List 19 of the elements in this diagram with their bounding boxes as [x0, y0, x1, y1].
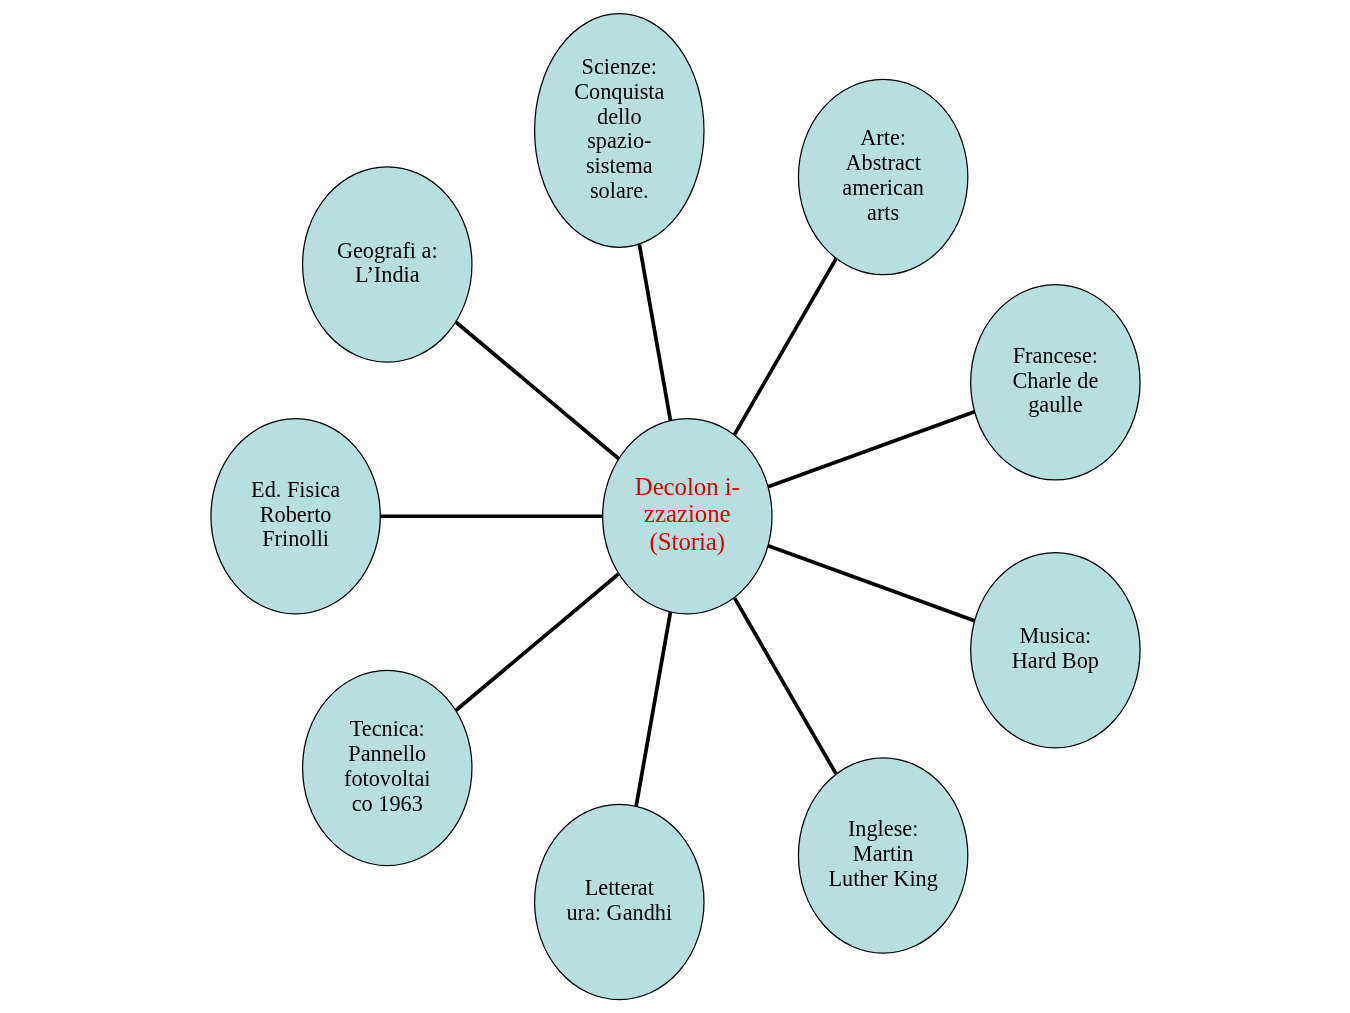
node-ellipse: Inglese: Martin Luther King — [797, 757, 968, 954]
node-ellipse: Scienze: Conquista dello spazio- sistema solare. — [533, 13, 705, 248]
node-ellipse: Geografi a: L’India — [301, 166, 473, 363]
connector — [454, 572, 620, 712]
connector — [633, 611, 672, 807]
connector — [766, 543, 975, 623]
node-ellipse: Letterat ura: Gandhi — [533, 803, 705, 1001]
connector — [379, 514, 602, 519]
connector — [732, 597, 838, 775]
node-ellipse: Ed. Fisica Roberto Frinolli — [209, 417, 381, 615]
connector — [454, 320, 620, 460]
connector — [732, 257, 838, 436]
node-ellipse: Arte: Abstract american arts — [797, 78, 968, 276]
node-ellipse: Francese: Charle de gaulle — [969, 284, 1141, 481]
node-ellipse: Tecnica: Pannello fotovoltai co 1963 — [301, 669, 473, 867]
connector — [637, 244, 672, 421]
node-ellipse: Musica: Hard Bop — [969, 551, 1141, 749]
connector — [766, 409, 975, 489]
node-ellipse: Decolon i- zzazione (Storia) — [601, 417, 773, 615]
